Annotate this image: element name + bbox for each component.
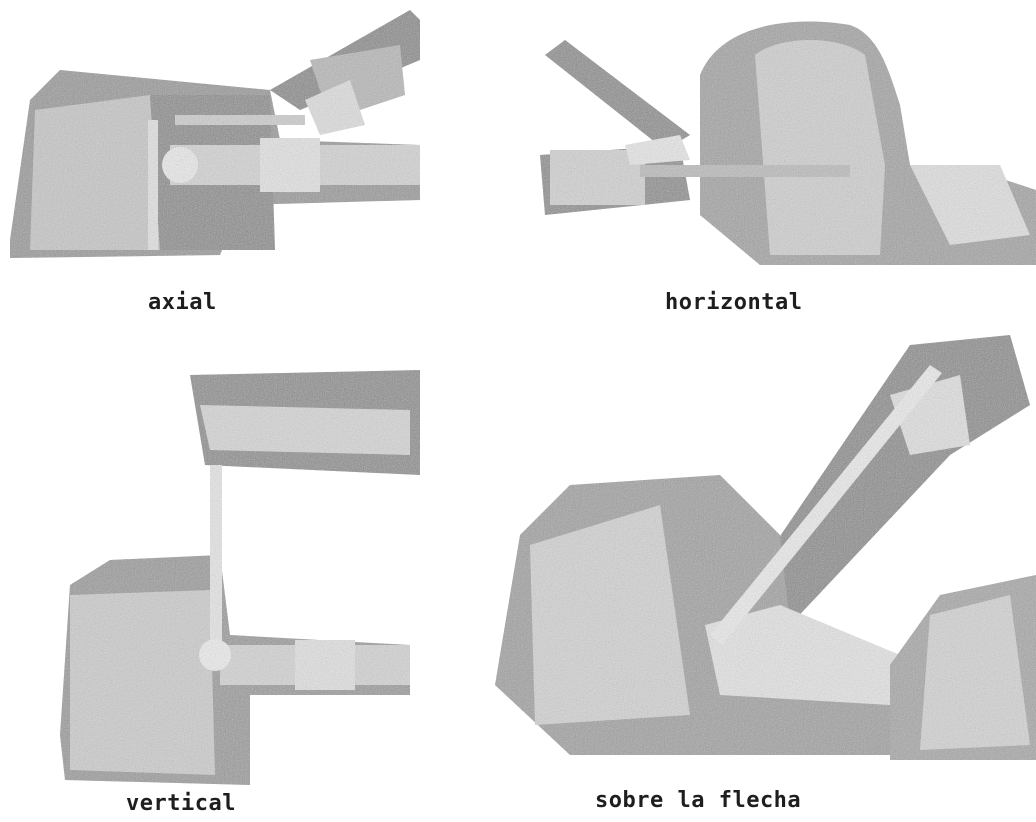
caption-vertical: vertical — [126, 791, 236, 816]
photo-horizontal — [530, 15, 1036, 270]
photo-axial — [0, 0, 420, 270]
photo-sobre-la-flecha — [490, 335, 1036, 760]
caption-horizontal: horizontal — [665, 290, 802, 315]
caption-sobre-la-flecha: sobre la flecha — [595, 788, 801, 813]
caption-axial: axial — [148, 290, 217, 315]
photo-vertical — [50, 365, 420, 785]
